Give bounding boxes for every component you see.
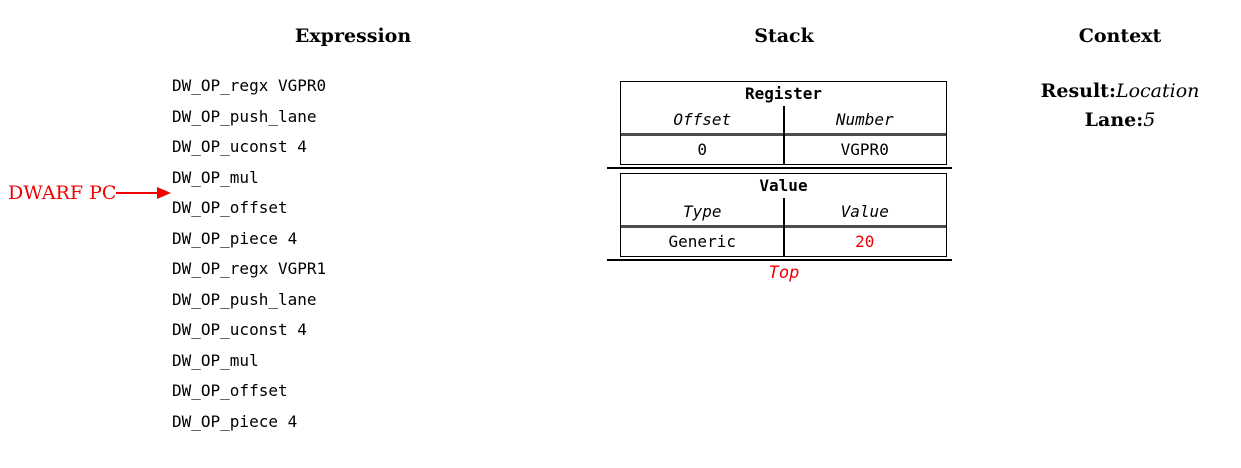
expression-item: DW_OP_regx VGPR1 [172,259,327,278]
context-block: Result:Location Lane:5 [1000,77,1240,135]
dwarf-pc-label: DWARF PC [8,182,117,204]
expression-item: DW_OP_mul [172,167,259,187]
context-result-line: Result:Location [1000,77,1240,106]
table-value-row: Generic 20 [621,228,946,255]
expression-item: DW_OP_piece 4 [172,411,298,431]
register-number-value: VGPR0 [840,140,889,159]
expression-item: DW_OP_regx VGPR0 [172,76,327,95]
expression-item: DW_OP_uconst 4 [172,137,307,156]
result-value: Location [1115,80,1200,102]
expression-item: DW_OP_uconst 4 [172,320,307,339]
expression-list: DW_OP_regx VGPR0 DW_OP_push_lane DW_OP_u… [172,71,326,437]
lane-label: Lane: [1084,109,1144,131]
lane-value: 5 [1143,109,1156,131]
stack-shelf-line [607,259,952,261]
stack-column-heading: Stack [754,25,814,47]
stack-top-label: Top [768,263,800,283]
context-lane-line: Lane:5 [1000,106,1240,135]
result-label: Result: [1040,80,1116,102]
table-header-row: Offset Number [621,106,946,133]
column-header-value: Value [840,202,889,221]
value-type-cell: Generic [668,232,736,251]
stack-entry-register: Register Offset Number 0 VGPR0 [620,81,947,165]
expression-item: DW_OP_push_lane [172,289,317,309]
expression-item: DW_OP_push_lane [172,106,317,126]
dwarf-pc-arrow-line [116,192,158,194]
table-title: Value [759,176,808,195]
column-divider-line [782,106,785,164]
dwarf-pc-arrowhead-icon [157,187,172,199]
value-value-cell: 20 [855,232,875,251]
table-title: Register [744,84,823,103]
expression-item: DW_OP_offset [172,198,288,217]
dwarf-pc-pointer: DWARF PC [8,182,172,204]
expression-item: DW_OP_piece 4 [172,228,298,248]
table-value-row: 0 VGPR0 [621,136,946,163]
column-header-number: Number [835,110,894,129]
stack-entry-value: Value Type Value Generic 20 [620,173,947,257]
expression-item: DW_OP_offset [172,381,288,400]
expression-column-heading: Expression [294,25,412,47]
context-column-heading: Context [1078,25,1162,47]
table-header-row: Type Value [621,198,946,225]
column-header-type: Type [682,202,722,221]
stack-shelf-line [607,167,952,169]
column-header-offset: Offset [673,110,732,129]
expression-item: DW_OP_mul [172,350,259,370]
column-divider-line [782,198,785,256]
register-offset-value: 0 [697,140,708,159]
